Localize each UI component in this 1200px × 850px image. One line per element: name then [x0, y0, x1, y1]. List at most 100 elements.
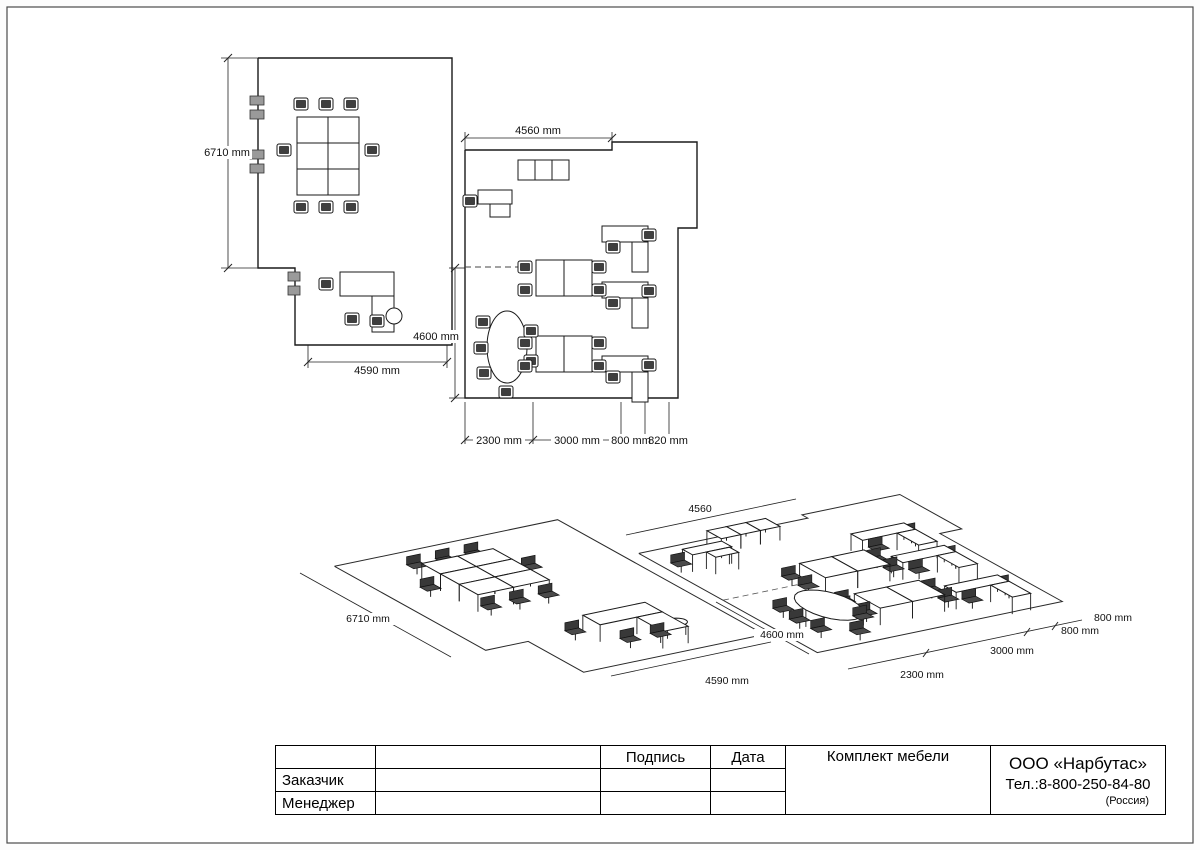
plan-dim-masks — [202, 146, 690, 447]
desk — [535, 259, 565, 297]
dim-tick — [223, 263, 233, 273]
field-manager-signature — [600, 791, 711, 815]
chair-seat — [594, 263, 604, 271]
field-manager-name — [375, 791, 601, 815]
company-info-cell: ООО «Нарбутас» Тел.:8-800-250-84-80 (Рос… — [990, 745, 1166, 815]
title-block-manager-row: Менеджер — [275, 791, 1166, 815]
chair-seat — [367, 146, 377, 154]
dim-tick — [442, 357, 452, 367]
chair-seat — [537, 590, 561, 599]
chair-seat — [296, 203, 306, 211]
chair-seat — [279, 146, 289, 154]
dim-tick — [460, 435, 470, 445]
title-block-header-row: Подпись Дата Комплект мебели ООО «Нарбут… — [275, 745, 1166, 815]
field-customer-date — [710, 768, 786, 792]
chair-seat — [520, 339, 530, 347]
dim-label-820: 820 mm — [648, 435, 688, 447]
dim-label-4590: 4590 mm — [354, 365, 400, 377]
chair-seat — [321, 280, 331, 288]
chair-seat — [321, 203, 331, 211]
chair-seat — [608, 243, 618, 251]
chair-seat — [936, 594, 960, 603]
iso-dim-labels: 4560 6710 mm 4600 mm 4590 mm 2300 mm 300… — [346, 503, 1132, 687]
chair-seat — [608, 299, 618, 307]
company-name: ООО «Нарбутас» — [1009, 753, 1147, 773]
desk — [339, 271, 395, 297]
window-mark — [287, 285, 301, 296]
chair-seat — [669, 559, 693, 568]
dim-tick-iso — [922, 648, 930, 658]
chair-seat — [644, 231, 654, 239]
chair-seat — [907, 566, 931, 574]
dim-tick — [607, 133, 617, 143]
desk — [631, 371, 649, 403]
chair-seat — [882, 564, 906, 573]
desk-top — [681, 540, 734, 556]
desk-top — [704, 546, 741, 558]
chair-seat — [478, 318, 488, 326]
dim-tick — [460, 133, 470, 143]
dim-mask — [646, 434, 690, 447]
desk — [631, 297, 649, 329]
dim-mask — [473, 434, 525, 447]
desk — [327, 116, 360, 144]
desk — [535, 335, 565, 373]
window-mark — [249, 149, 265, 160]
dim-label-6710: 6710 mm — [204, 147, 250, 159]
iso-dim-label-4560: 4560 — [688, 503, 712, 515]
desk — [601, 355, 649, 373]
wall-iso — [638, 493, 1064, 654]
dim-mask — [202, 146, 252, 159]
desk — [327, 168, 360, 196]
dim-tick — [528, 435, 538, 445]
chair-seat — [520, 263, 530, 271]
dim-mask — [609, 434, 653, 447]
iso-dim-masks — [342, 613, 810, 641]
iso-dim-label-4590: 4590 mm — [705, 675, 749, 687]
chair-seat — [797, 582, 821, 590]
sofa-top — [705, 526, 743, 540]
partition-dashed-iso — [722, 583, 802, 601]
dim-tick-iso — [1023, 627, 1031, 637]
desk — [601, 281, 649, 299]
chair-seat — [419, 584, 443, 592]
desk-top — [852, 586, 914, 609]
window-mark — [249, 95, 265, 106]
chair-seat — [851, 612, 875, 621]
page-frame — [6, 6, 1194, 844]
label-manager: Менеджер — [275, 791, 376, 815]
sofa — [517, 159, 536, 181]
window-mark — [249, 163, 265, 174]
window-mark — [249, 109, 265, 120]
header-date: Дата — [710, 745, 786, 769]
dim-tick — [223, 53, 233, 63]
field-customer-name — [375, 768, 601, 792]
desk — [631, 241, 649, 273]
dim-mask — [410, 330, 462, 343]
desk-top — [798, 556, 860, 579]
chair-seat — [563, 627, 587, 636]
floor-plan-2d — [221, 53, 698, 445]
chair-seat — [296, 100, 306, 108]
chair-seat — [608, 373, 618, 381]
desk — [296, 116, 329, 144]
chair-seat — [594, 339, 604, 347]
plan-dim-labels: 6710 mm 4560 mm 4600 mm 4590 mm 2300 mm … — [204, 125, 688, 447]
cell-empty — [375, 745, 601, 769]
chair-seat — [520, 362, 530, 370]
dim-mask — [342, 613, 396, 625]
wall-iso — [334, 519, 710, 605]
chair-seat — [372, 317, 382, 325]
iso-dim-label-800a: 800 mm — [1061, 625, 1099, 637]
chair-seat — [618, 635, 642, 643]
chair-seat — [644, 361, 654, 369]
chair-seat — [649, 630, 673, 638]
chair-seat — [526, 327, 536, 335]
chair-seat — [848, 627, 872, 636]
chair-seat — [771, 605, 795, 613]
chair-seat — [508, 596, 532, 605]
desk — [296, 168, 329, 196]
chair-seat — [346, 203, 356, 211]
header-signature: Подпись — [600, 745, 711, 769]
chair-seat — [644, 287, 654, 295]
